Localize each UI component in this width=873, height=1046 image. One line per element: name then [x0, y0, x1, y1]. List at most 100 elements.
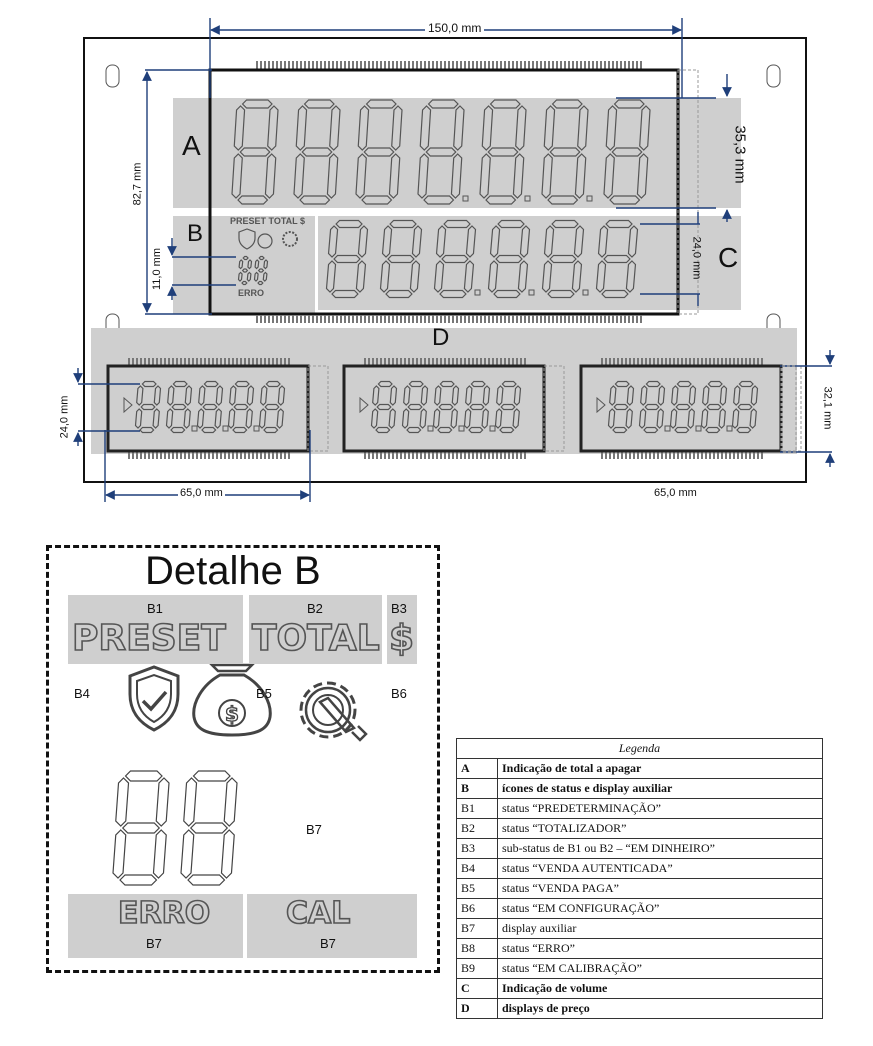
pin: [284, 61, 286, 69]
pin: [725, 451, 727, 459]
pin: [524, 358, 526, 366]
pin: [332, 61, 334, 69]
digit-segment: [375, 426, 391, 434]
pin: [236, 358, 238, 366]
legend-code: D: [456, 998, 498, 1019]
price-displays: [106, 358, 802, 459]
seven-seg-digit: [293, 99, 341, 205]
pin: [336, 61, 338, 69]
pin: [657, 451, 659, 459]
pin: [456, 315, 458, 323]
pin: [564, 61, 566, 69]
pin: [460, 358, 462, 366]
digit-segment: [627, 225, 639, 258]
pin: [448, 358, 450, 366]
pin: [256, 61, 258, 69]
digit-segment: [327, 225, 339, 258]
b7-digits: [112, 770, 238, 886]
digit-segment: [276, 408, 284, 429]
cell-b3: [387, 595, 417, 664]
digit-dot: [462, 195, 469, 202]
arrow-marker: [359, 396, 369, 414]
pin: [624, 315, 626, 323]
digit-segment: [389, 219, 417, 229]
digit-segment: [329, 105, 341, 151]
pin: [224, 358, 226, 366]
price-display-dashed: [543, 365, 565, 452]
digit-segment: [237, 195, 269, 205]
pin: [320, 61, 322, 69]
digit-segment: [183, 408, 191, 429]
pin: [412, 451, 414, 459]
pin: [464, 358, 466, 366]
digit-segment: [434, 385, 442, 406]
digit-dot: [528, 289, 535, 296]
digit-segment: [481, 105, 494, 151]
digit-segment: [625, 408, 633, 429]
digit-dot: [191, 425, 198, 432]
digit-segment: [495, 254, 523, 264]
arrow-marker: [596, 396, 606, 414]
pin: [504, 358, 506, 366]
digit-segment: [370, 408, 379, 429]
pin: [172, 451, 174, 459]
pin: [356, 61, 358, 69]
pin: [629, 451, 631, 459]
seven-seg-digit: [595, 219, 639, 299]
pin: [693, 451, 695, 459]
pin: [152, 451, 154, 459]
digit-segment: [613, 99, 645, 109]
pin: [404, 61, 406, 69]
pin: [316, 61, 318, 69]
digit-segment: [571, 260, 583, 293]
b-panel-erro: ERRO: [238, 288, 265, 298]
digit-segment: [597, 225, 609, 258]
digit-segment: [549, 147, 581, 157]
pin: [372, 61, 374, 69]
pin: [749, 451, 751, 459]
digit-segment: [499, 426, 515, 434]
digit-segment: [363, 147, 395, 157]
pin: [220, 358, 222, 366]
b1-preset-text: PRESET: [71, 617, 226, 660]
seven-seg-digit: [417, 99, 469, 205]
seven-seg-digit: [165, 380, 198, 434]
pin: [288, 451, 290, 459]
pin: [584, 315, 586, 323]
pin: [284, 358, 286, 366]
digit-segment: [331, 289, 359, 299]
pin: [452, 315, 454, 323]
pin: [264, 358, 266, 366]
pin: [649, 358, 651, 366]
pin: [468, 358, 470, 366]
connector-pins-top: [256, 61, 642, 69]
b3-id: B3: [391, 601, 407, 616]
legend-code: B9: [456, 958, 498, 979]
pin: [416, 61, 418, 69]
digit-segment: [372, 385, 380, 406]
pin: [156, 358, 158, 366]
pin: [256, 451, 258, 459]
digit-segment: [609, 385, 617, 406]
digit-segment: [547, 195, 579, 205]
digit-segment: [705, 426, 721, 434]
pin: [500, 315, 502, 323]
pin: [360, 61, 362, 69]
pin: [180, 451, 182, 459]
pin: [665, 358, 667, 366]
pin: [368, 358, 370, 366]
connector-pins-bottom: [256, 315, 642, 323]
pin: [412, 315, 414, 323]
pin: [488, 358, 490, 366]
digit-segment: [669, 408, 678, 429]
price-display-frame: [106, 364, 310, 453]
pin: [500, 358, 502, 366]
digit-segment: [257, 280, 264, 286]
digit-segment: [152, 829, 167, 879]
digit-segment: [749, 408, 757, 429]
pin: [709, 358, 711, 366]
digit-segment: [184, 385, 193, 406]
pin: [444, 315, 446, 323]
pin: [376, 451, 378, 459]
pin: [741, 358, 743, 366]
